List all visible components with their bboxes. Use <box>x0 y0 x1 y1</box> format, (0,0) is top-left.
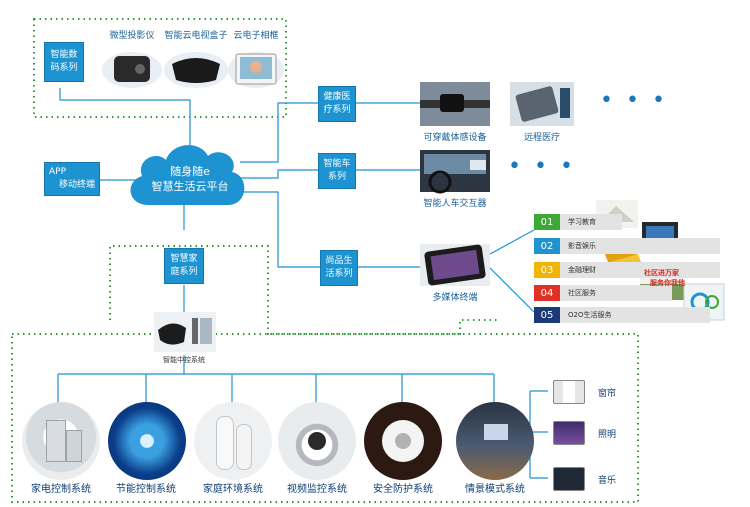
projector-label: 微型投影仪 <box>109 31 155 41</box>
security-protection-label: 安全防护系统 <box>373 484 433 495</box>
multimedia-terminal-label: 多媒体终端 <box>432 293 478 303</box>
app-label: APP <box>49 167 67 177</box>
wearable-device-image <box>420 82 490 126</box>
security-protection-image <box>364 402 442 480</box>
health-series-box[interactable]: 健康医疗系列 <box>318 86 356 122</box>
cloud-shape <box>130 145 245 205</box>
wearable-device-label: 可穿戴体感设备 <box>423 133 487 143</box>
community-image-text-1: 社区进万家 <box>644 269 679 277</box>
tv-box-label: 智能云电视盒子 <box>164 31 228 41</box>
remote-medical-image <box>510 82 574 126</box>
home-systems-region-border <box>11 333 639 503</box>
health-more-dots: • • • <box>600 88 668 113</box>
app-terminal-box[interactable]: APP 移动终端 <box>44 162 100 196</box>
service-number: 01 <box>534 214 560 230</box>
service-name: O2O生活服务 <box>568 311 612 319</box>
boutique-series-box[interactable]: 尚品生活系列 <box>320 250 358 286</box>
digital-series-box[interactable]: 智能数码系列 <box>44 42 84 82</box>
central-control-label: 智能中控系统 <box>163 356 205 364</box>
service-name: 金融理财 <box>568 266 596 274</box>
home-environment-label: 家庭环境系统 <box>203 484 263 495</box>
photo-frame-image <box>228 52 284 88</box>
community-image-text-2: 服务你我他 <box>650 279 685 287</box>
cloud-subtitle: 智慧生活云平台 <box>151 180 229 193</box>
tv-box-image <box>164 52 228 88</box>
photo-frame-label: 云电子相框 <box>233 31 279 41</box>
home-region-border <box>109 245 500 335</box>
music-label: 音乐 <box>598 476 617 486</box>
home-series-box[interactable]: 智慧家庭系列 <box>164 248 204 284</box>
projector-image <box>102 52 162 88</box>
video-surveillance-label: 视频监控系统 <box>287 484 347 495</box>
scene-mode-label: 情景模式系统 <box>465 484 525 495</box>
connector-lines <box>57 88 548 479</box>
car-series-box[interactable]: 智能车系列 <box>318 153 356 189</box>
service-number: 04 <box>534 285 560 301</box>
cloud-title: 随身随e <box>170 165 210 178</box>
service-name: 影音娱乐 <box>568 242 596 250</box>
service-number: 05 <box>534 307 560 323</box>
curtain-label: 窗帘 <box>598 389 617 399</box>
central-control-image <box>154 312 216 352</box>
car-interactor-label: 智能人车交互器 <box>423 199 487 209</box>
curtain-image <box>553 380 585 404</box>
multimedia-terminal-image <box>420 244 490 286</box>
service-number: 03 <box>534 262 560 278</box>
home-environment-image <box>194 402 272 480</box>
appliance-control-image <box>22 402 100 480</box>
energy-control-image <box>108 402 186 480</box>
lighting-label: 照明 <box>598 430 617 440</box>
lighting-image <box>553 421 585 445</box>
energy-control-label: 节能控制系统 <box>116 484 176 495</box>
mobile-terminal-label: 移动终端 <box>58 180 95 190</box>
scene-mode-image <box>456 402 534 480</box>
service-name: 学习教育 <box>568 218 596 226</box>
car-interactor-image <box>420 150 490 194</box>
remote-medical-label: 远程医疗 <box>523 133 561 143</box>
car-more-dots: • • • <box>508 154 576 179</box>
appliance-control-label: 家电控制系统 <box>31 484 91 495</box>
video-surveillance-image <box>278 402 356 480</box>
music-image <box>553 467 585 491</box>
service-number: 02 <box>534 238 560 254</box>
service-name: 社区服务 <box>568 289 596 297</box>
